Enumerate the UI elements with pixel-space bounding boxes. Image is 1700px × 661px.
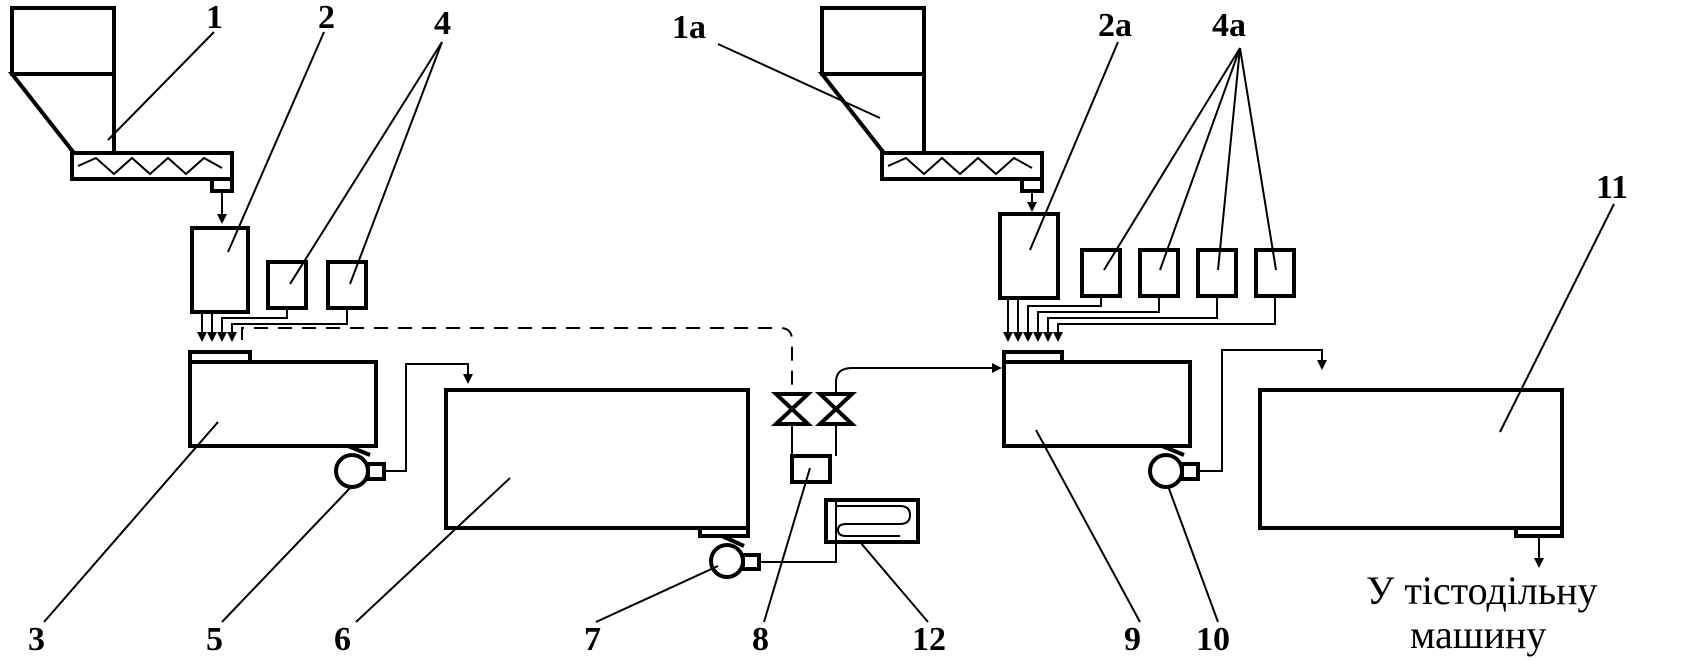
- hopper-1: [7, 6, 116, 155]
- label-1a: 1а: [672, 9, 706, 46]
- label-4: 4: [434, 5, 451, 42]
- dosing-tank-4a-third: [1196, 248, 1238, 298]
- label-4a: 4а: [1212, 7, 1246, 44]
- label-2: 2: [318, 0, 335, 36]
- label-2a: 2а: [1098, 7, 1132, 44]
- heat-exchanger-12: [824, 498, 920, 544]
- valve-right[interactable]: [814, 363, 1002, 456]
- label-11: 11: [1596, 169, 1628, 206]
- label-10: 10: [1196, 621, 1230, 658]
- mixer-9: [1002, 349, 1327, 489]
- label-1: 1: [206, 0, 223, 36]
- dosing-tank-4a-second: [1138, 248, 1180, 298]
- dosing-tank-4-second: [326, 260, 368, 310]
- dosing-tank-4a-first: [1080, 248, 1122, 298]
- mixer-3: [188, 350, 473, 489]
- output-caption-line1: У тістодільну: [1366, 568, 1598, 613]
- hopper-1a: [817, 6, 926, 155]
- leader-lines: [43, 31, 1615, 623]
- label-3: 3: [28, 621, 45, 658]
- screw-feeder-1a: [880, 151, 1044, 212]
- dosing-tank-4a-fourth: [1254, 248, 1296, 298]
- feed-lines-mixer-9: [1003, 296, 1276, 342]
- feed-lines-mixer-3: [197, 308, 793, 386]
- label-12: 12: [912, 621, 946, 658]
- fermentation-tank-11: [1258, 388, 1564, 568]
- dosing-tank-2: [190, 226, 250, 314]
- buffer-vessel-8: [790, 454, 832, 484]
- output-caption-line2: машину: [1410, 612, 1546, 657]
- fermentation-tank-6: [444, 388, 837, 579]
- label-5: 5: [206, 621, 223, 658]
- label-7: 7: [584, 621, 601, 658]
- valve-left[interactable]: [770, 392, 814, 456]
- label-8: 8: [752, 621, 769, 658]
- screw-feeder-1: [70, 151, 234, 224]
- label-9: 9: [1124, 621, 1141, 658]
- label-6: 6: [334, 621, 351, 658]
- dosing-tank-2a: [998, 212, 1060, 300]
